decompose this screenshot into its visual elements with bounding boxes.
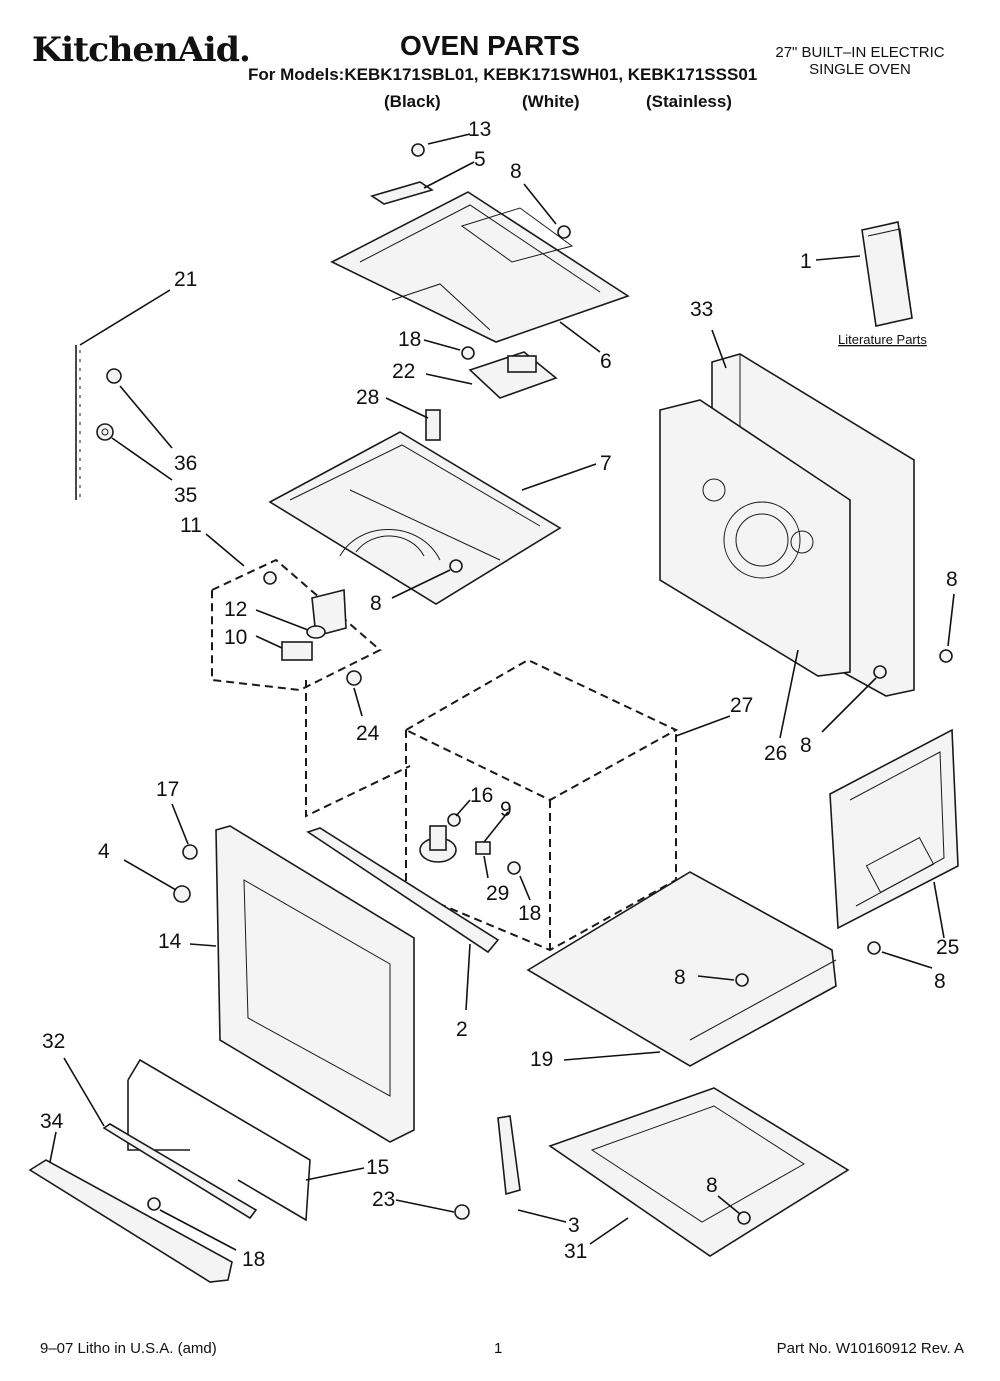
callout-34: 34	[40, 1110, 64, 1133]
part-19-bottom-panel	[526, 871, 837, 1067]
screws-misc	[147, 143, 953, 1225]
callout-36: 36	[174, 452, 197, 475]
literature-label: Literature Parts	[838, 332, 927, 347]
part-26-rear-panel	[659, 399, 851, 677]
callout-12: 12	[224, 598, 247, 621]
callout-17: 17	[156, 778, 179, 801]
callout-18-top: 18	[398, 328, 421, 351]
footer-litho: 9–07 Litho in U.S.A. (amd)	[40, 1340, 217, 1357]
part-32-strip	[102, 1123, 258, 1220]
callout-25: 25	[936, 936, 959, 959]
callout-4: 4	[98, 840, 110, 863]
callout-10: 10	[224, 626, 247, 649]
callout-26: 26	[764, 742, 787, 765]
callout-8-rear-bottom: 8	[800, 734, 812, 757]
part-11-group	[211, 558, 382, 692]
callout-14: 14	[158, 930, 182, 953]
variant-white: (White)	[522, 92, 580, 111]
callout-7: 7	[600, 452, 612, 475]
callout-18-cavity: 18	[518, 902, 541, 925]
callout-21: 21	[174, 268, 197, 291]
part-36-screw	[106, 368, 122, 384]
models-line: For Models:KEBK171SBL01, KEBK171SWH01, K…	[248, 65, 758, 84]
brand-logo: KitchenAid.	[31, 30, 251, 70]
callout-6: 6	[600, 350, 612, 373]
callout-16: 16	[470, 784, 493, 807]
callout-29: 29	[486, 882, 509, 905]
part-22-control	[468, 351, 558, 399]
part-21-side-strip	[75, 345, 81, 500]
part-23-screw	[454, 1204, 470, 1220]
callout-27: 27	[730, 694, 753, 717]
callout-11: 11	[180, 514, 202, 537]
callout-5: 5	[474, 148, 486, 171]
part-6-top-panel	[330, 191, 630, 343]
callout-9: 9	[500, 798, 512, 821]
part-25-side-panel	[829, 728, 959, 930]
callout-8-tray: 8	[370, 592, 382, 615]
callout-23: 23	[372, 1188, 395, 1211]
callout-35: 35	[174, 484, 197, 507]
callout-numbers: 1 2 3 4 5 6 7 8 8 8 8 8 8 8 9 10 11 12 1…	[40, 118, 959, 1271]
callout-31: 31	[564, 1240, 587, 1263]
callout-8-top: 8	[510, 160, 522, 183]
callout-32: 32	[42, 1030, 65, 1053]
part-24-screw	[346, 670, 362, 686]
part-27-cavity	[403, 658, 679, 952]
callout-3: 3	[568, 1214, 580, 1237]
leader-lines	[49, 133, 955, 1251]
part-15-gasket	[127, 1058, 311, 1222]
variant-black: (Black)	[384, 92, 441, 111]
part-34-handle	[28, 1159, 233, 1283]
part-35-washer	[96, 423, 114, 441]
part-31-base-pan	[548, 1087, 850, 1257]
part-14-door-frame	[215, 825, 415, 1143]
footer-page-number: 1	[494, 1340, 503, 1357]
variant-stainless: (Stainless)	[646, 92, 732, 111]
callout-8-base: 8	[706, 1174, 718, 1197]
callout-19: 19	[530, 1048, 553, 1071]
callout-13: 13	[468, 118, 491, 141]
footer-part-number: Part No. W10160912 Rev. A	[776, 1340, 964, 1357]
callout-2: 2	[456, 1018, 468, 1041]
part-2-rail	[306, 827, 500, 954]
oven-type-line2: SINGLE OVEN	[809, 61, 911, 78]
callout-24: 24	[356, 722, 380, 745]
callout-33: 33	[690, 298, 713, 321]
part-5-bracket	[370, 181, 434, 205]
callout-28: 28	[356, 386, 379, 409]
part-17-screw	[182, 844, 198, 860]
part-28-clip	[425, 409, 441, 441]
part-3-bracket	[497, 1115, 521, 1196]
callout-18-door: 18	[242, 1248, 265, 1271]
part-4-grommet	[173, 885, 191, 903]
connector-line	[305, 680, 411, 818]
part-7-tray	[268, 431, 562, 605]
oven-type: 27" BUILT–IN ELECTRIC SINGLE OVEN	[760, 44, 960, 78]
callout-1: 1	[800, 250, 812, 273]
callout-22: 22	[392, 360, 415, 383]
callout-8-bottom-panel: 8	[674, 966, 686, 989]
callout-8-rear-right: 8	[946, 568, 958, 591]
oven-type-line1: 27" BUILT–IN ELECTRIC	[775, 44, 945, 61]
callout-15: 15	[366, 1156, 389, 1179]
callout-8-side-panel: 8	[934, 970, 946, 993]
page-title: OVEN PARTS	[400, 30, 580, 61]
part-1-literature	[861, 221, 913, 327]
